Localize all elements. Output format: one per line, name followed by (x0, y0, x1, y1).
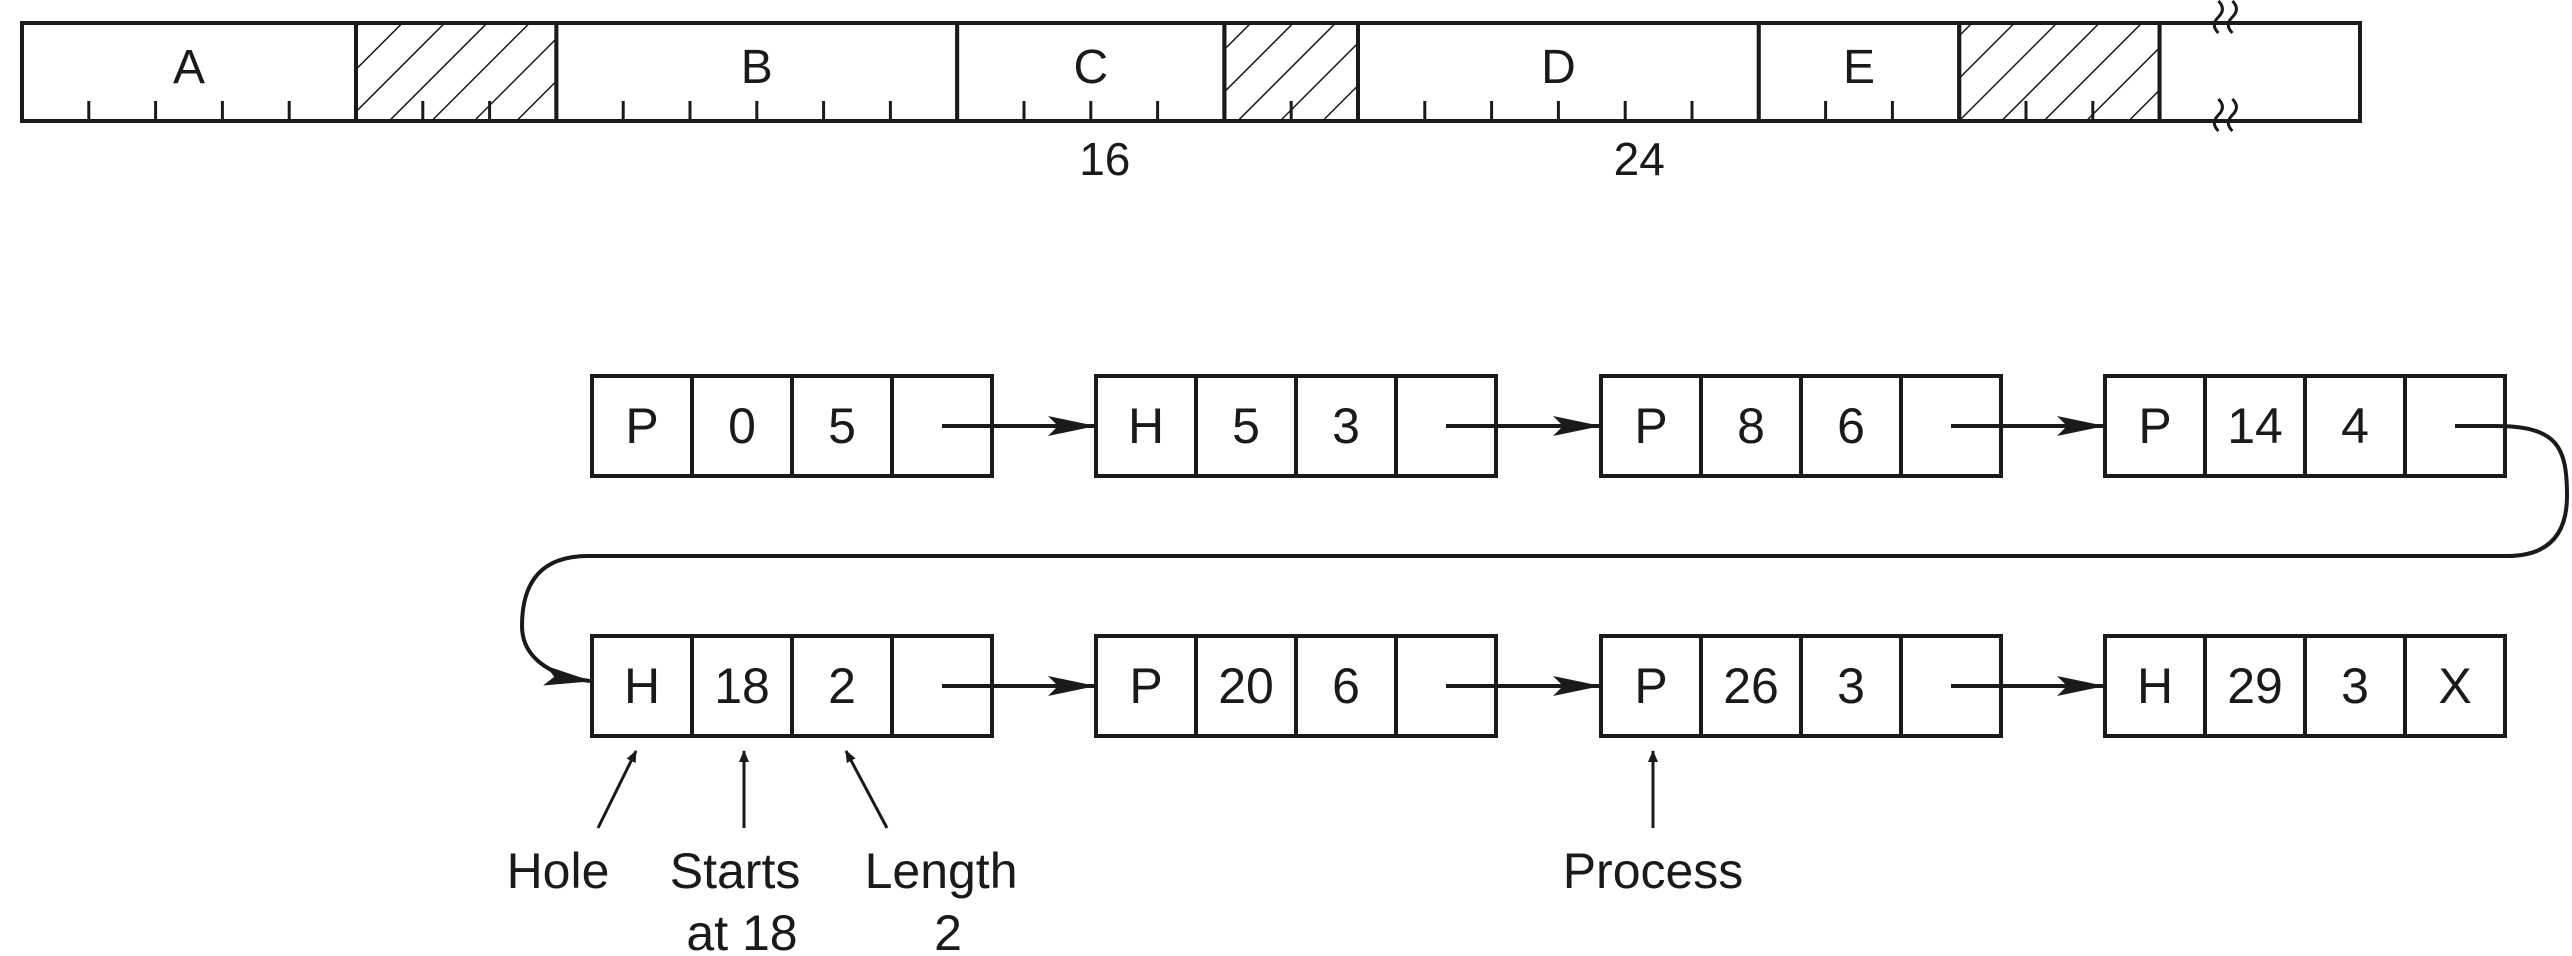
node-next-cell: X (2438, 658, 2471, 714)
list-node: P 0 5 (590, 374, 994, 478)
memory-hole-segment (354, 21, 559, 123)
hole-annotation: Hole (507, 843, 610, 899)
process-annotation: Process (1563, 843, 1744, 899)
address-tick-label: 24 (1614, 133, 1665, 185)
list-node: H 18 2 (590, 634, 994, 738)
node-start-cell: 26 (1723, 658, 1779, 714)
segment-label: B (741, 41, 773, 94)
node-length-cell: 6 (1332, 658, 1360, 714)
node-kind-cell: P (1634, 658, 1667, 714)
node-kind-cell: P (2138, 398, 2171, 454)
memory-hole-segment (1957, 21, 2162, 123)
node-start-cell: 29 (2227, 658, 2283, 714)
annotation-labels: Hole Starts at 18 Length 2 Process (507, 750, 1744, 956)
node-length-cell: 3 (1837, 658, 1865, 714)
memory-process-segment: D (1356, 21, 1761, 123)
node-length-cell: 3 (2341, 658, 2369, 714)
segment-label: E (1843, 41, 1875, 94)
node-kind-cell: H (2137, 658, 2173, 714)
node-start-cell: 14 (2227, 398, 2283, 454)
break-mark (2212, 0, 2238, 35)
break-mark (2212, 97, 2238, 133)
node-start-cell: 20 (1218, 658, 1274, 714)
list-node: H 29 3 X (2103, 634, 2507, 738)
node-kind-cell: H (1128, 398, 1164, 454)
list-connectors (519, 416, 2570, 696)
wrap-pointer-arrow (519, 424, 2570, 686)
list-node: H 5 3 (1094, 374, 1498, 478)
memory-process-segment: C (955, 21, 1227, 123)
memory-process-segment: A (20, 21, 358, 123)
memory-continuation-segment (2157, 0, 2363, 133)
node-length-cell: 4 (2341, 398, 2369, 454)
node-length-cell: 6 (1837, 398, 1865, 454)
memory-process-segment: B (554, 21, 960, 123)
node-start-cell: 0 (728, 398, 756, 454)
memory-process-segment: E (1756, 21, 1962, 123)
node-kind-cell: H (624, 658, 660, 714)
node-kind-cell: P (1129, 658, 1162, 714)
list-node: P 20 6 (1094, 634, 1498, 738)
node-kind-cell: P (625, 398, 658, 454)
address-tick-label: 16 (1079, 133, 1130, 185)
list-node: P 8 6 (1599, 374, 2003, 478)
node-start-cell: 8 (1737, 398, 1765, 454)
node-start-cell: 18 (714, 658, 770, 714)
node-length-cell: 5 (828, 398, 856, 454)
node-start-cell: 5 (1232, 398, 1260, 454)
segment-label: C (1073, 41, 1108, 94)
node-length-cell: 2 (828, 658, 856, 714)
segment-label: A (173, 41, 205, 94)
node-kind-cell: P (1634, 398, 1667, 454)
memory-bitmap-bar: A B C D E 16 24 (20, 0, 2363, 185)
list-node: P 26 3 (1599, 634, 2003, 738)
segment-label: D (1541, 41, 1576, 94)
length-pointer-arrow (844, 750, 889, 829)
hole-pointer-arrow (596, 750, 638, 829)
starts-annotation: Starts at 18 (670, 843, 815, 956)
node-length-cell: 3 (1332, 398, 1360, 454)
length-annotation: Length 2 (865, 843, 1032, 956)
list-node: P 14 4 (2103, 374, 2507, 478)
memory-hole-segment (1222, 21, 1361, 123)
